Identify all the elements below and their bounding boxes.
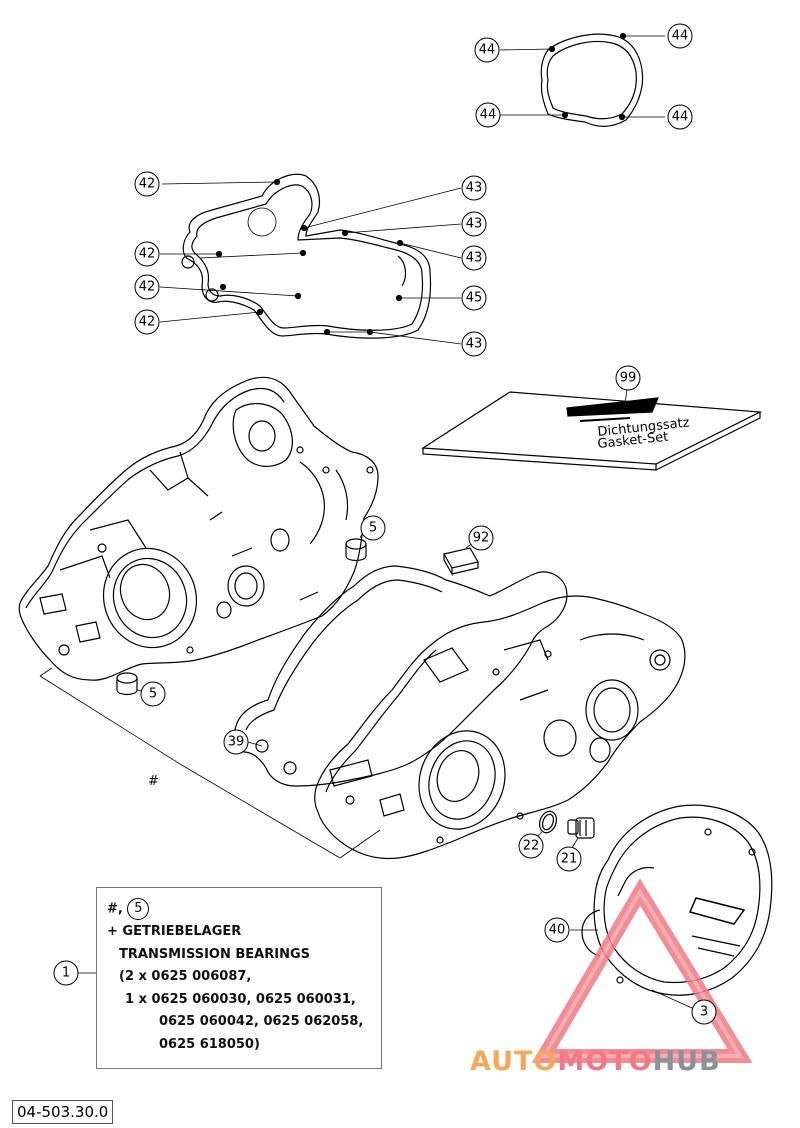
legend-line-2: + GETRIEBELAGER: [107, 924, 242, 939]
callout-circle-5-upper: [360, 515, 386, 541]
callout-circle-43-a: [461, 175, 487, 201]
callout-21: 21: [561, 852, 578, 867]
legend-line-6: 0625 060042, 0625 062058,: [159, 1014, 364, 1029]
legend-line-1: #, 5: [107, 898, 371, 921]
callout-3: 3: [700, 1005, 708, 1020]
callout-45: 45: [466, 291, 483, 306]
leader-21: [571, 837, 579, 849]
callout-5-lower: 5: [149, 687, 157, 702]
rubber-plug: [443, 547, 479, 577]
callout-92: 92: [473, 531, 490, 546]
crankcase-gasket: [181, 173, 432, 339]
legend-hash: #,: [107, 901, 123, 917]
callout-circle-40: [544, 917, 570, 943]
legend-line-4: (2 x 0625 006087,: [119, 969, 252, 984]
transmission-bearing-lower: [116, 672, 138, 696]
watermark-hub: HUB: [652, 1046, 721, 1077]
callout-circle-45: [461, 285, 487, 311]
callout-40: 40: [549, 923, 566, 938]
watermark-triangle: [531, 878, 753, 1063]
callout-43-b: 43: [466, 217, 483, 232]
kit-label-2: Gasket-Set: [597, 430, 669, 452]
assembly-hash-label: #: [148, 774, 159, 789]
callout-42-a: 42: [139, 177, 156, 192]
clutch-cover-gasket: [540, 32, 644, 127]
callout-circle-44-tl: [474, 37, 500, 63]
callout-circle-39: [223, 729, 249, 755]
watermark-text: AUTOMOTOHUB: [470, 1046, 721, 1077]
watermark-moto: MOTO: [557, 1046, 653, 1077]
callout-circle-5-lower: [140, 681, 166, 707]
callout-circle-42-b: [134, 241, 160, 267]
callout-circle-42-d: [134, 309, 160, 335]
callout-99: 99: [620, 371, 637, 386]
callout-44-tr: 44: [672, 29, 689, 44]
legend-box: #, 5 + GETRIEBELAGER TRANSMISSION BEARIN…: [96, 887, 382, 1069]
callout-leaders-44: [499, 35, 665, 118]
callout-42-b: 42: [139, 247, 156, 262]
callout-5-upper: 5: [369, 521, 377, 536]
callout-circle-44-br: [667, 104, 693, 130]
crankcase-left-half: [18, 376, 379, 681]
callout-circle-43-d: [461, 331, 487, 357]
callout-circle-43-b: [461, 211, 487, 237]
gasket-set-kit: [421, 389, 763, 471]
callout-43-a: 43: [466, 181, 483, 196]
transmission-bearing-upper: [345, 538, 367, 562]
leader-39: [247, 741, 263, 747]
callout-circle-21: [556, 846, 582, 872]
watermark-auto: AUTO: [470, 1046, 558, 1077]
callout-44-br: 44: [672, 110, 689, 125]
callout-22: 22: [523, 839, 540, 854]
callout-43-c: 43: [466, 251, 483, 266]
crankcase-right-half: [314, 595, 686, 860]
callout-43-d: 43: [466, 337, 483, 352]
callout-circle-3: [691, 999, 717, 1025]
callout-44-tl: 44: [479, 43, 496, 58]
crankcase-center-gasket: [233, 565, 568, 787]
callout-circle-44-bl: [475, 102, 501, 128]
callout-circle-43-c: [461, 245, 487, 271]
assembly-bracket-lines: [39, 667, 381, 859]
legend-circle-5: 5: [127, 898, 150, 920]
legend-line-5: 1 x 0625 060030, 0625 060031,: [125, 991, 356, 1007]
callout-42-d: 42: [139, 315, 156, 330]
callout-circle-99: [615, 365, 641, 391]
callout-42-c: 42: [139, 280, 156, 295]
o-ring: [538, 810, 558, 834]
callout-circle-44-tr: [667, 23, 693, 49]
screw-plug: [567, 817, 595, 839]
callout-circle-1: [53, 960, 79, 986]
legend-line-3: TRANSMISSION BEARINGS: [119, 946, 311, 962]
callout-1: 1: [62, 966, 70, 981]
callout-39: 39: [228, 735, 245, 750]
callout-leaders-42-43-45: [159, 181, 462, 345]
diagram-part-code: 04-503.30.0: [12, 1100, 114, 1124]
callout-circle-42-a: [134, 171, 160, 197]
leaders-40-3: [570, 929, 693, 1009]
ignition-cover: [581, 804, 773, 996]
legend-line-7: 0625 618050): [159, 1036, 260, 1052]
callout-circle-42-c: [134, 274, 160, 300]
callout-circle-22: [518, 833, 544, 859]
callout-circle-92: [468, 525, 494, 551]
callout-44-bl: 44: [480, 108, 497, 123]
